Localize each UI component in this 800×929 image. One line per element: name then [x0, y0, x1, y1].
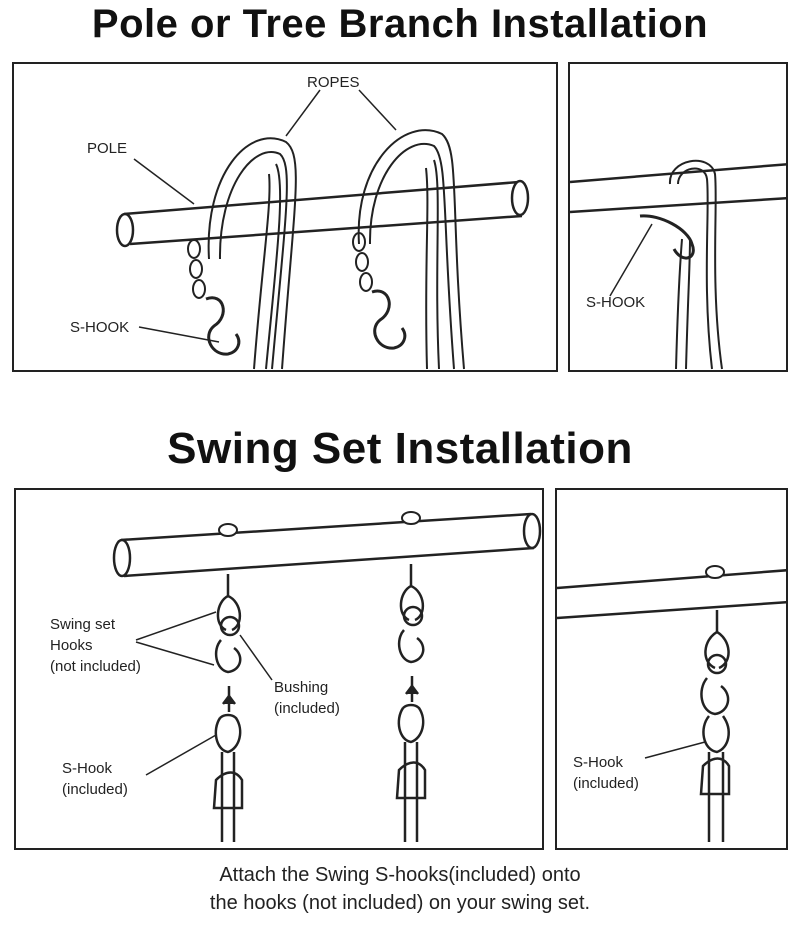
installation-caption: Attach the Swing S-hooks(included) onto …	[100, 861, 700, 917]
swing-beam	[112, 512, 542, 578]
pole-detail-shape	[570, 163, 786, 214]
pole-detail-illustration	[570, 159, 786, 370]
caption-line-1: Attach the Swing S-hooks(included) onto	[219, 864, 581, 886]
swing-detail-beam	[557, 569, 786, 620]
pole-label: POLE	[87, 140, 128, 157]
swing-set-panel: Swing set Hooks (not included) Bushing (…	[14, 488, 544, 850]
swing-detail-hook	[699, 610, 731, 842]
chain-right	[352, 232, 407, 350]
s-hook-detail-swing-label-1: S-Hook	[573, 754, 624, 771]
swing-installation-title: Swing Set Installation	[167, 424, 633, 473]
bushing-label-2: (included)	[274, 700, 340, 717]
swing-set-illustration	[112, 511, 542, 842]
swing-hooks-label-1: Swing set	[50, 616, 116, 633]
rope-right	[357, 129, 465, 370]
s-hook-detail-swing-label-2: (included)	[573, 775, 639, 792]
caption-line-2: the hooks (not included) on your swing s…	[209, 892, 591, 914]
swing-hooks-label-3: (not included)	[50, 658, 141, 675]
s-hook-swing-label-2: (included)	[62, 781, 128, 798]
rope-detail	[639, 159, 723, 370]
pole-shape	[115, 179, 530, 248]
s-hook-label: S-HOOK	[70, 319, 130, 336]
hook-assembly-left	[212, 574, 244, 842]
ropes-label: ROPES	[307, 74, 360, 91]
swing-detail-illustration	[557, 565, 786, 842]
pole-ropes-illustration	[115, 89, 530, 370]
s-hook-swing-label-1: S-Hook	[62, 760, 113, 777]
pole-installation-panel: ROPES POLE S-HOOK	[12, 62, 558, 372]
bushing-label-1: Bushing	[274, 679, 329, 696]
pole-detail-panel: S-HOOK	[568, 62, 788, 372]
pole-installation-title: Pole or Tree Branch Installation	[91, 2, 709, 46]
hook-assembly-right	[395, 564, 427, 842]
rope-left	[207, 137, 297, 370]
leader-lines	[133, 89, 397, 343]
swing-detail-panel: S-Hook (included)	[555, 488, 788, 850]
swing-hooks-label-2: Hooks	[50, 637, 93, 654]
bolts	[218, 511, 421, 537]
s-hook-detail-label: S-HOOK	[586, 294, 646, 311]
swing-leader-lines	[135, 611, 273, 776]
chain-left	[187, 239, 241, 356]
